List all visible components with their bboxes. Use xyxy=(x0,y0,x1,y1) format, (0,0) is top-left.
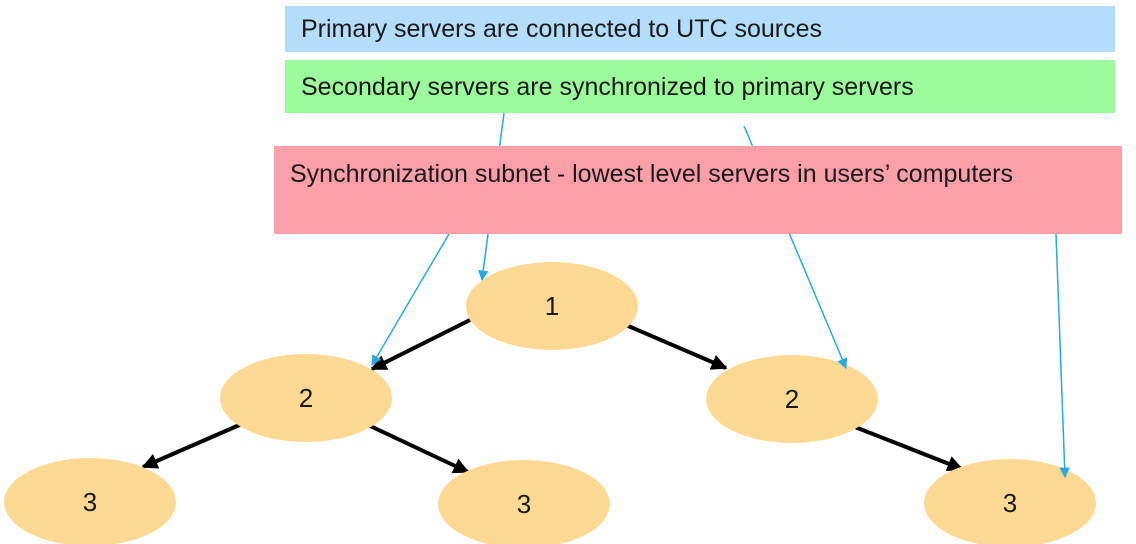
secondary-servers-label: Secondary servers are synchronized to pr… xyxy=(285,60,1115,113)
edge-2-left-to-3-middle xyxy=(365,422,470,474)
node-secondary-right xyxy=(706,355,878,443)
node-secondary-left xyxy=(220,354,392,442)
node-leaf-right-label: 3 xyxy=(1002,488,1018,518)
node-leaf-right xyxy=(924,459,1096,544)
primary-servers-label: Primary servers are connected to UTC sou… xyxy=(285,6,1115,52)
node-secondary-right-label: 2 xyxy=(784,384,800,414)
pointer-subnet-to-node-2-left xyxy=(371,233,450,366)
edge-2-left-to-3-left xyxy=(141,421,245,469)
node-leaf-left-label: 3 xyxy=(82,487,98,517)
pointer-subnet-to-node-3-right xyxy=(1055,233,1070,479)
node-leaf-left xyxy=(4,458,176,544)
edge-1-to-2-right xyxy=(625,323,728,370)
node-leaf-middle-label: 3 xyxy=(516,489,532,519)
node-primary-label: 1 xyxy=(544,291,560,321)
node-primary xyxy=(466,262,638,350)
node-secondary-left-label: 2 xyxy=(298,383,314,413)
node-leaf-middle xyxy=(438,460,610,544)
edge-2-right-to-3-right xyxy=(849,423,964,472)
edge-1-to-2-left xyxy=(370,318,471,371)
synchronization-subnet-label: Synchronization subnet - lowest level se… xyxy=(274,146,1122,234)
